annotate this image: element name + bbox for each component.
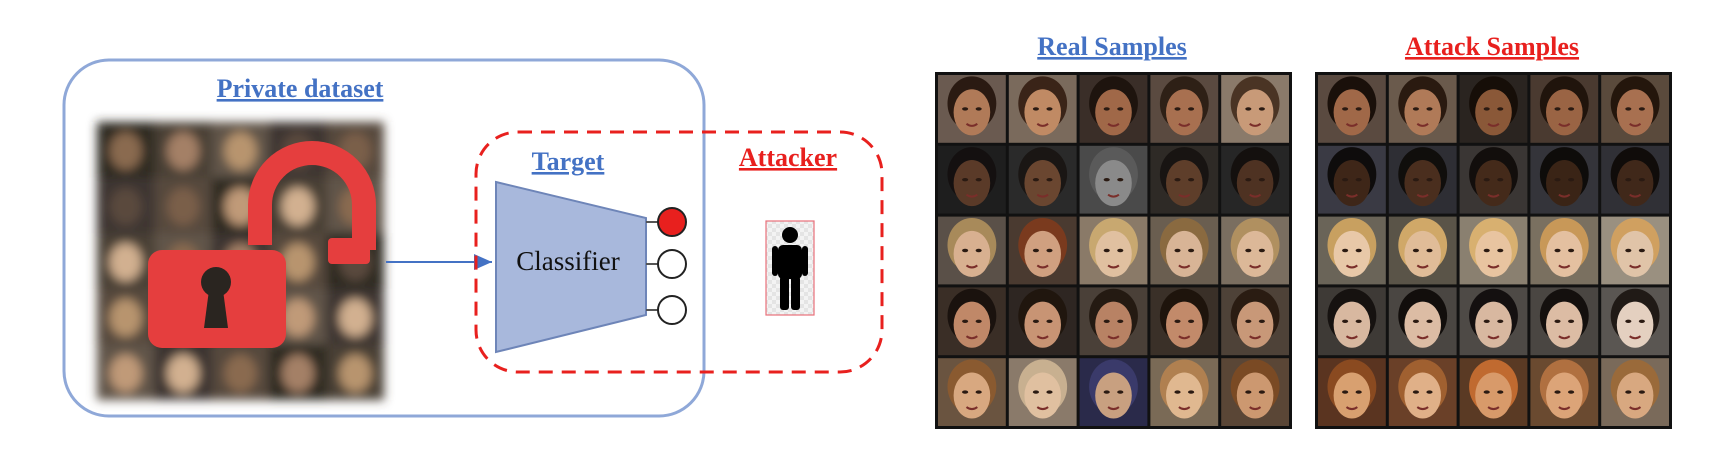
face-thumbnail bbox=[1318, 145, 1386, 214]
face-thumbnail bbox=[1008, 75, 1077, 143]
face-thumbnail bbox=[1459, 287, 1528, 356]
face-thumbnail bbox=[938, 216, 1006, 285]
face-thumbnail bbox=[1221, 358, 1289, 426]
face-thumbnail bbox=[1388, 216, 1457, 285]
face-thumbnail bbox=[1318, 216, 1386, 285]
face-thumbnail bbox=[1388, 287, 1457, 356]
face-thumbnail bbox=[1150, 75, 1219, 143]
face-thumbnail bbox=[1601, 75, 1669, 143]
classifier-label: Classifier bbox=[516, 246, 619, 276]
face-thumbnail bbox=[1318, 75, 1386, 143]
face-thumbnail bbox=[1601, 216, 1669, 285]
face-thumbnail bbox=[1601, 145, 1669, 214]
face-thumbnail bbox=[1079, 75, 1148, 143]
face-thumbnail bbox=[1008, 145, 1077, 214]
face-thumbnail bbox=[1008, 287, 1077, 356]
face-thumbnail bbox=[1388, 358, 1457, 426]
face-thumbnail bbox=[1221, 216, 1289, 285]
face-thumbnail bbox=[1318, 287, 1386, 356]
attack-boundary-panel bbox=[474, 130, 884, 374]
face-thumbnail bbox=[1221, 75, 1289, 143]
face-thumbnail bbox=[1079, 216, 1148, 285]
face-thumbnail bbox=[1530, 75, 1599, 143]
face-thumbnail bbox=[1150, 287, 1219, 356]
face-thumbnail bbox=[1601, 287, 1669, 356]
face-thumbnail bbox=[1459, 358, 1528, 426]
face-thumbnail bbox=[1150, 216, 1219, 285]
real-samples-grid bbox=[935, 72, 1292, 429]
classifier-outputs bbox=[646, 207, 687, 325]
face-thumbnail bbox=[1150, 145, 1219, 214]
face-thumbnail bbox=[1388, 145, 1457, 214]
private-dataset-panel bbox=[62, 58, 706, 418]
target-title: Target bbox=[532, 147, 605, 176]
face-thumbnail bbox=[1008, 216, 1077, 285]
face-thumbnail bbox=[1388, 75, 1457, 143]
classifier-block bbox=[495, 180, 647, 354]
face-thumbnail bbox=[1221, 145, 1289, 214]
face-thumbnail bbox=[1530, 145, 1599, 214]
unlocked-padlock-icon bbox=[148, 141, 376, 348]
face-thumbnail bbox=[938, 145, 1006, 214]
attack-samples-grid bbox=[1315, 72, 1672, 429]
real-samples-title: Real Samples bbox=[1037, 32, 1187, 61]
face-thumbnail bbox=[1150, 358, 1219, 426]
face-thumbnail bbox=[1530, 216, 1599, 285]
face-thumbnail bbox=[1079, 358, 1148, 426]
face-thumbnail bbox=[938, 287, 1006, 356]
attack-samples-title: Attack Samples bbox=[1405, 32, 1579, 61]
face-thumbnail bbox=[1079, 145, 1148, 214]
person-icon bbox=[765, 220, 815, 316]
face-thumbnail bbox=[1530, 358, 1599, 426]
face-thumbnail bbox=[1318, 358, 1386, 426]
face-thumbnail bbox=[1459, 145, 1528, 214]
private-dataset-title: Private dataset bbox=[217, 74, 384, 103]
face-thumbnail bbox=[1459, 216, 1528, 285]
face-thumbnail bbox=[1601, 358, 1669, 426]
face-thumbnail bbox=[1459, 75, 1528, 143]
face-thumbnail bbox=[1221, 287, 1289, 356]
face-thumbnail bbox=[1530, 287, 1599, 356]
output-node bbox=[657, 295, 687, 325]
face-thumbnail bbox=[1008, 358, 1077, 426]
output-node bbox=[657, 249, 687, 279]
attacker-title: Attacker bbox=[739, 143, 837, 172]
face-thumbnail bbox=[938, 358, 1006, 426]
face-thumbnail bbox=[1079, 287, 1148, 356]
face-thumbnail bbox=[938, 75, 1006, 143]
output-node-active bbox=[657, 207, 687, 237]
